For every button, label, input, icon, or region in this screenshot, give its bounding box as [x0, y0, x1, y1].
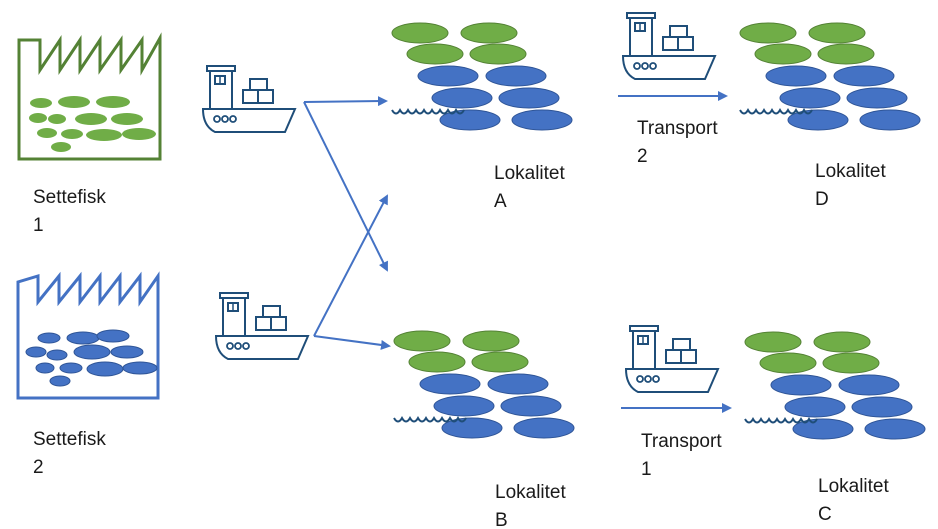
label-settefisk-1: Settefisk 1	[33, 184, 106, 240]
label-transport-2: Transport 2	[637, 115, 718, 171]
label-lokalitet-b-line2: B	[495, 510, 508, 529]
fish-pen-icon-lokalitet-b	[393, 330, 575, 439]
ship-icon-transport-1	[625, 325, 719, 393]
ship-icon-settefisk-2	[215, 292, 309, 360]
ship-icon-settefisk-1	[202, 65, 296, 133]
label-lokalitet-a: Lokalitet A	[494, 160, 565, 216]
arrow-icon-settefisk1-to-b	[303, 101, 388, 272]
label-transport-2-line1: Transport	[637, 118, 718, 139]
fish-pen-icon-lokalitet-c	[744, 331, 926, 440]
label-settefisk-2-line2: 2	[33, 457, 44, 478]
fish-pen-icon-lokalitet-d	[739, 22, 921, 131]
label-lokalitet-c-line1: Lokalitet	[818, 476, 889, 497]
label-lokalitet-b: Lokalitet B	[495, 479, 566, 529]
label-lokalitet-a-line1: Lokalitet	[494, 163, 565, 184]
label-lokalitet-a-line2: A	[494, 191, 507, 212]
label-lokalitet-d-line2: D	[815, 189, 829, 210]
label-transport-2-line2: 2	[637, 146, 648, 167]
arrow-icon-settefisk2-to-b	[313, 335, 391, 350]
factory-icon-settefisk-1	[17, 32, 162, 161]
label-lokalitet-d: Lokalitet D	[815, 158, 886, 214]
arrow-icon-settefisk1-to-a	[303, 96, 388, 107]
factory-icon-settefisk-2	[16, 271, 160, 400]
label-settefisk-2-line1: Settefisk	[33, 429, 106, 450]
fish-pen-icon-lokalitet-a	[391, 22, 573, 131]
label-settefisk-1-line1: Settefisk	[33, 187, 106, 208]
label-lokalitet-b-line1: Lokalitet	[495, 482, 566, 503]
flow-arrows	[303, 91, 732, 413]
arrow-icon-settefisk2-to-a	[313, 194, 388, 337]
label-transport-1-line1: Transport	[641, 431, 722, 452]
label-lokalitet-d-line1: Lokalitet	[815, 161, 886, 182]
label-settefisk-2: Settefisk 2	[33, 426, 106, 482]
label-settefisk-1-line2: 1	[33, 215, 44, 236]
label-transport-1-line2: 1	[641, 459, 652, 480]
label-lokalitet-c: Lokalitet C	[818, 473, 889, 529]
label-lokalitet-c-line2: C	[818, 504, 832, 525]
ship-icon-transport-2	[622, 12, 716, 80]
label-transport-1: Transport 1	[641, 428, 722, 484]
